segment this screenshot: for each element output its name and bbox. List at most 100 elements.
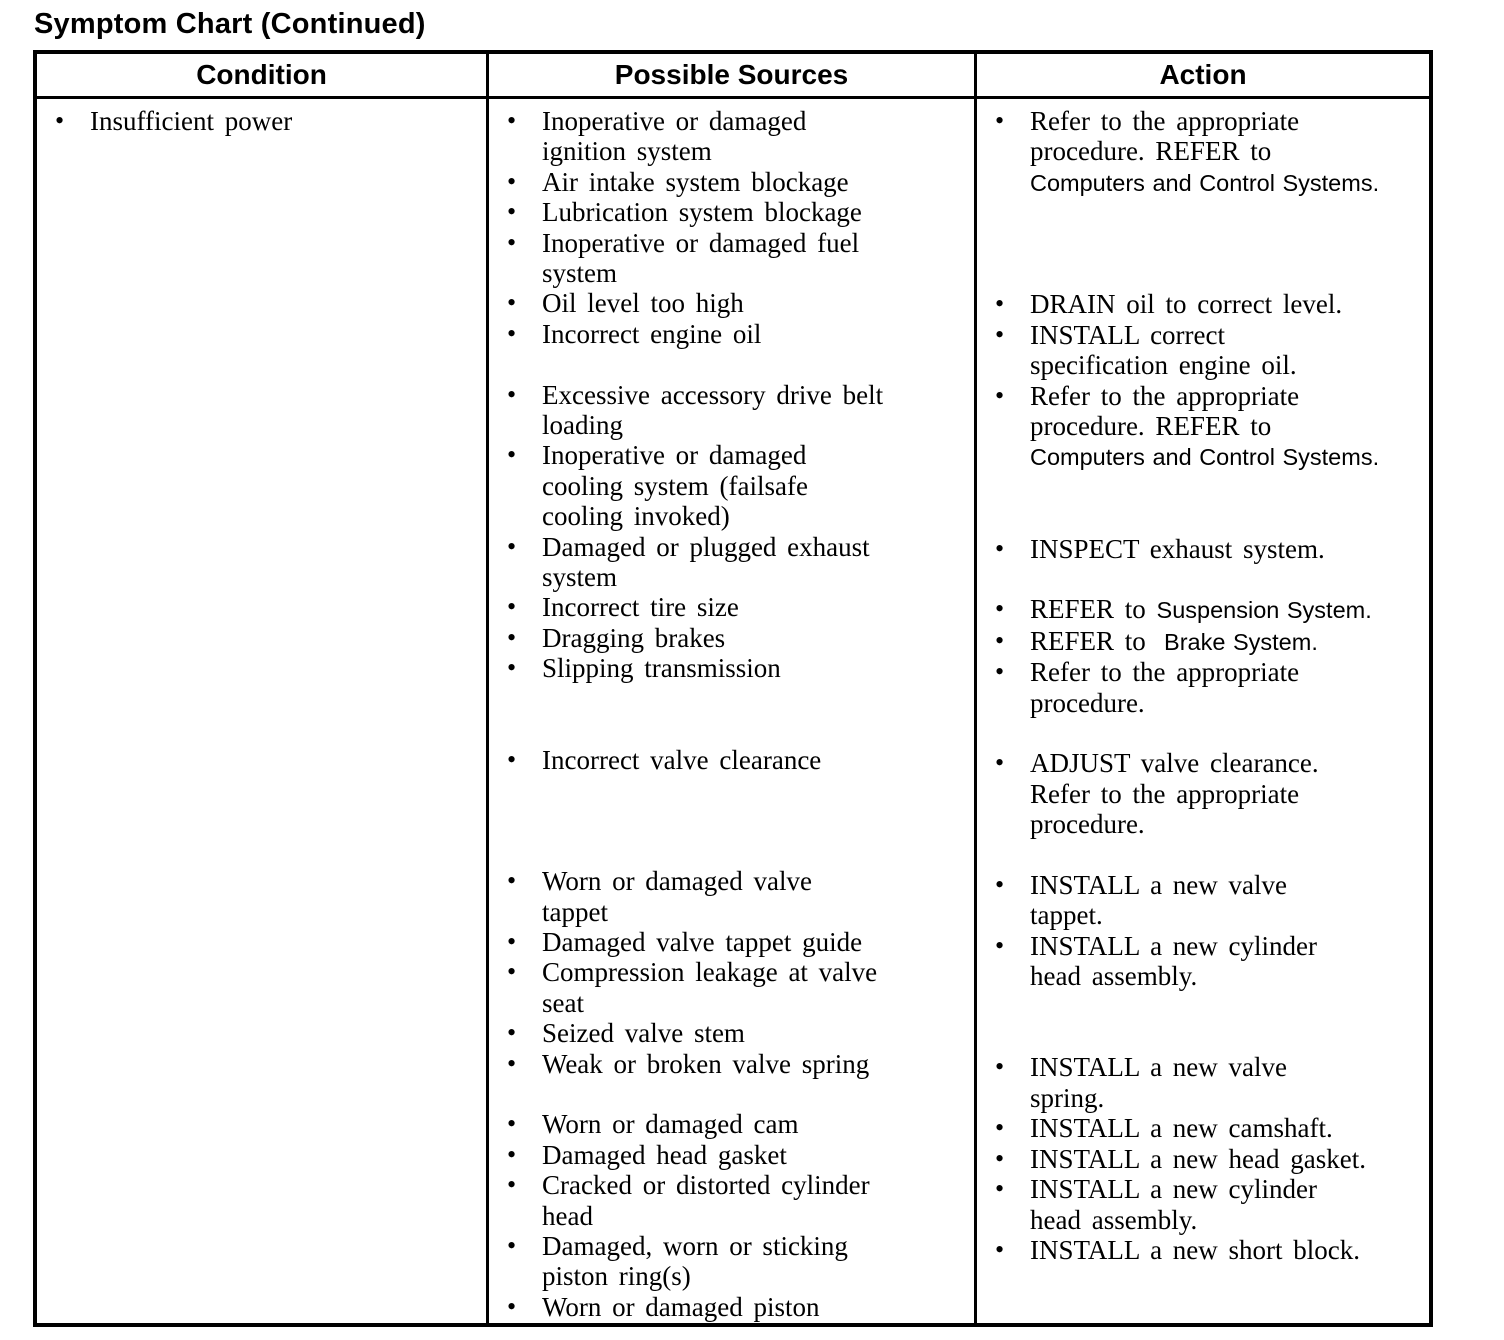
text-line: Worn or damaged cam [542,1109,974,1139]
text-segment: INSTALL a new short block. [1030,1234,1361,1265]
text-line: INSTALL a new cylinder [1030,1174,1429,1204]
text-line: Damaged, worn or sticking [542,1231,974,1261]
text-segment: tappet [542,896,608,927]
text-line: Computers and Control Systems. [1030,167,1429,198]
text-segment: Incorrect tire size [542,592,739,623]
bullet-item: •ADJUST valve clearance.Refer to the app… [977,748,1429,839]
bullet-item: •Oil level too high [489,288,974,318]
text-line: Refer to the appropriate [1030,381,1429,411]
text-segment: Lubrication system blockage [542,197,862,228]
text-segment: Worn or damaged piston [542,1291,820,1322]
text-line: procedure. REFER to [1030,411,1429,441]
text-segment: Incorrect valve clearance [542,744,822,775]
table-row: •Insufficient power •Inoperative or dama… [37,99,1429,1323]
text-segment: system [542,562,618,593]
bullet-item: •REFER to Suspension System. [977,594,1429,625]
text-segment: ADJUST valve clearance. [1030,748,1319,779]
text-segment: procedure. REFER to [1030,136,1272,167]
bullet-icon: • [507,926,517,956]
text-segment: Suspension System. [1156,597,1372,624]
bullet-icon: • [507,318,517,348]
text-segment: REFER to [1030,625,1157,656]
text-line: cooling system (failsafe [542,471,974,501]
text-line: Worn or damaged piston [542,1292,974,1322]
text-segment: Insufficient power [90,106,293,136]
text-line: head assembly. [1030,961,1429,991]
text-line: head [542,1201,974,1231]
column-header-action: Action [1159,59,1247,90]
bullet-icon: • [507,1018,517,1048]
text-line: INSTALL a new valve [1030,870,1429,900]
text-line: DRAIN oil to correct level. [1030,289,1429,319]
text-line: Refer to the appropriate [1030,106,1429,136]
text-segment: Worn or damaged cam [542,1109,799,1140]
text-segment: specification engine oil. [1030,350,1297,381]
text-line: procedure. [1030,688,1429,718]
column-header-condition: Condition [37,54,489,96]
text-line: INSPECT exhaust system. [1030,534,1429,564]
vertical-spacer [977,564,1429,594]
text-line: Cracked or distorted cylinder [542,1170,974,1200]
text-line: Inoperative or damaged fuel [542,228,974,258]
bullet-item: • Worn or damaged piston [489,1292,974,1322]
text-line: INSTALL a new camshaft. [1030,1113,1429,1143]
bullet-icon: • [507,866,517,896]
vertical-spacer [977,992,1429,1053]
bullet-icon: • [507,744,517,774]
text-segment: Excessive accessory drive belt [542,379,884,410]
bullet-icon: • [507,106,517,135]
bullet-item: • Insufficient power [37,106,486,136]
bullet-icon: • [507,1291,517,1321]
text-line: ignition system [542,136,974,166]
bullet-item: •DRAIN oil to correct level. [977,289,1429,319]
text-line: Compression leakage at valve [542,957,974,987]
text-segment: cooling invoked) [542,501,730,532]
bullet-icon: • [507,379,517,409]
text-line: INSTALL correct [1030,320,1429,350]
bullet-icon: • [995,748,1005,778]
text-line: procedure. REFER to [1030,136,1429,166]
symptom-chart-table: Condition Possible Sources Action • Insuf… [33,50,1433,1327]
text-segment: Weak or broken valve spring [542,1048,870,1079]
bullet-icon: • [55,106,65,135]
bullet-icon: • [995,930,1005,960]
bullet-icon: • [995,1052,1005,1082]
page-title: Symptom Chart (Continued) [34,8,426,40]
text-line: system [542,258,974,288]
bullet-item: •INSTALL a new short block. [977,1235,1429,1265]
text-line: cooling invoked) [542,501,974,531]
text-segment: INSTALL a new camshaft. [1030,1113,1333,1144]
text-segment: Computers and Control Systems. [1030,444,1380,471]
text-segment: Damaged head gasket [542,1139,787,1170]
bullet-icon: • [995,106,1005,135]
text-line: Refer to the appropriate [1030,657,1429,687]
bullet-item: •INSPECT exhaust system. [977,534,1429,564]
condition-cell: • Insufficient power [37,99,489,1323]
bullet-icon: • [507,1170,517,1200]
text-segment: INSTALL a new cylinder [1030,930,1317,961]
text-segment: spring. [1030,1082,1105,1113]
text-line: loading [542,410,974,440]
bullet-icon: • [995,1113,1005,1143]
text-line: procedure. [1030,809,1429,839]
vertical-spacer [977,718,1429,748]
table-header-row: Condition Possible Sources Action [37,54,1429,99]
bullet-item: • Incorrect valve clearance [489,745,974,775]
text-line: INSTALL a new short block. [1030,1235,1429,1265]
text-line: Excessive accessory drive belt [542,380,974,410]
text-line: Inoperative or damaged [542,440,974,470]
bullet-icon: • [507,957,517,987]
text-segment: Refer to the appropriate [1030,657,1300,688]
text-line: piston ring(s) [542,1261,974,1291]
text-segment: Slipping transmission [542,653,781,684]
bullet-icon: • [995,657,1005,687]
text-segment: procedure. [1030,687,1145,718]
bullet-item: •Incorrect tire size [489,592,974,622]
